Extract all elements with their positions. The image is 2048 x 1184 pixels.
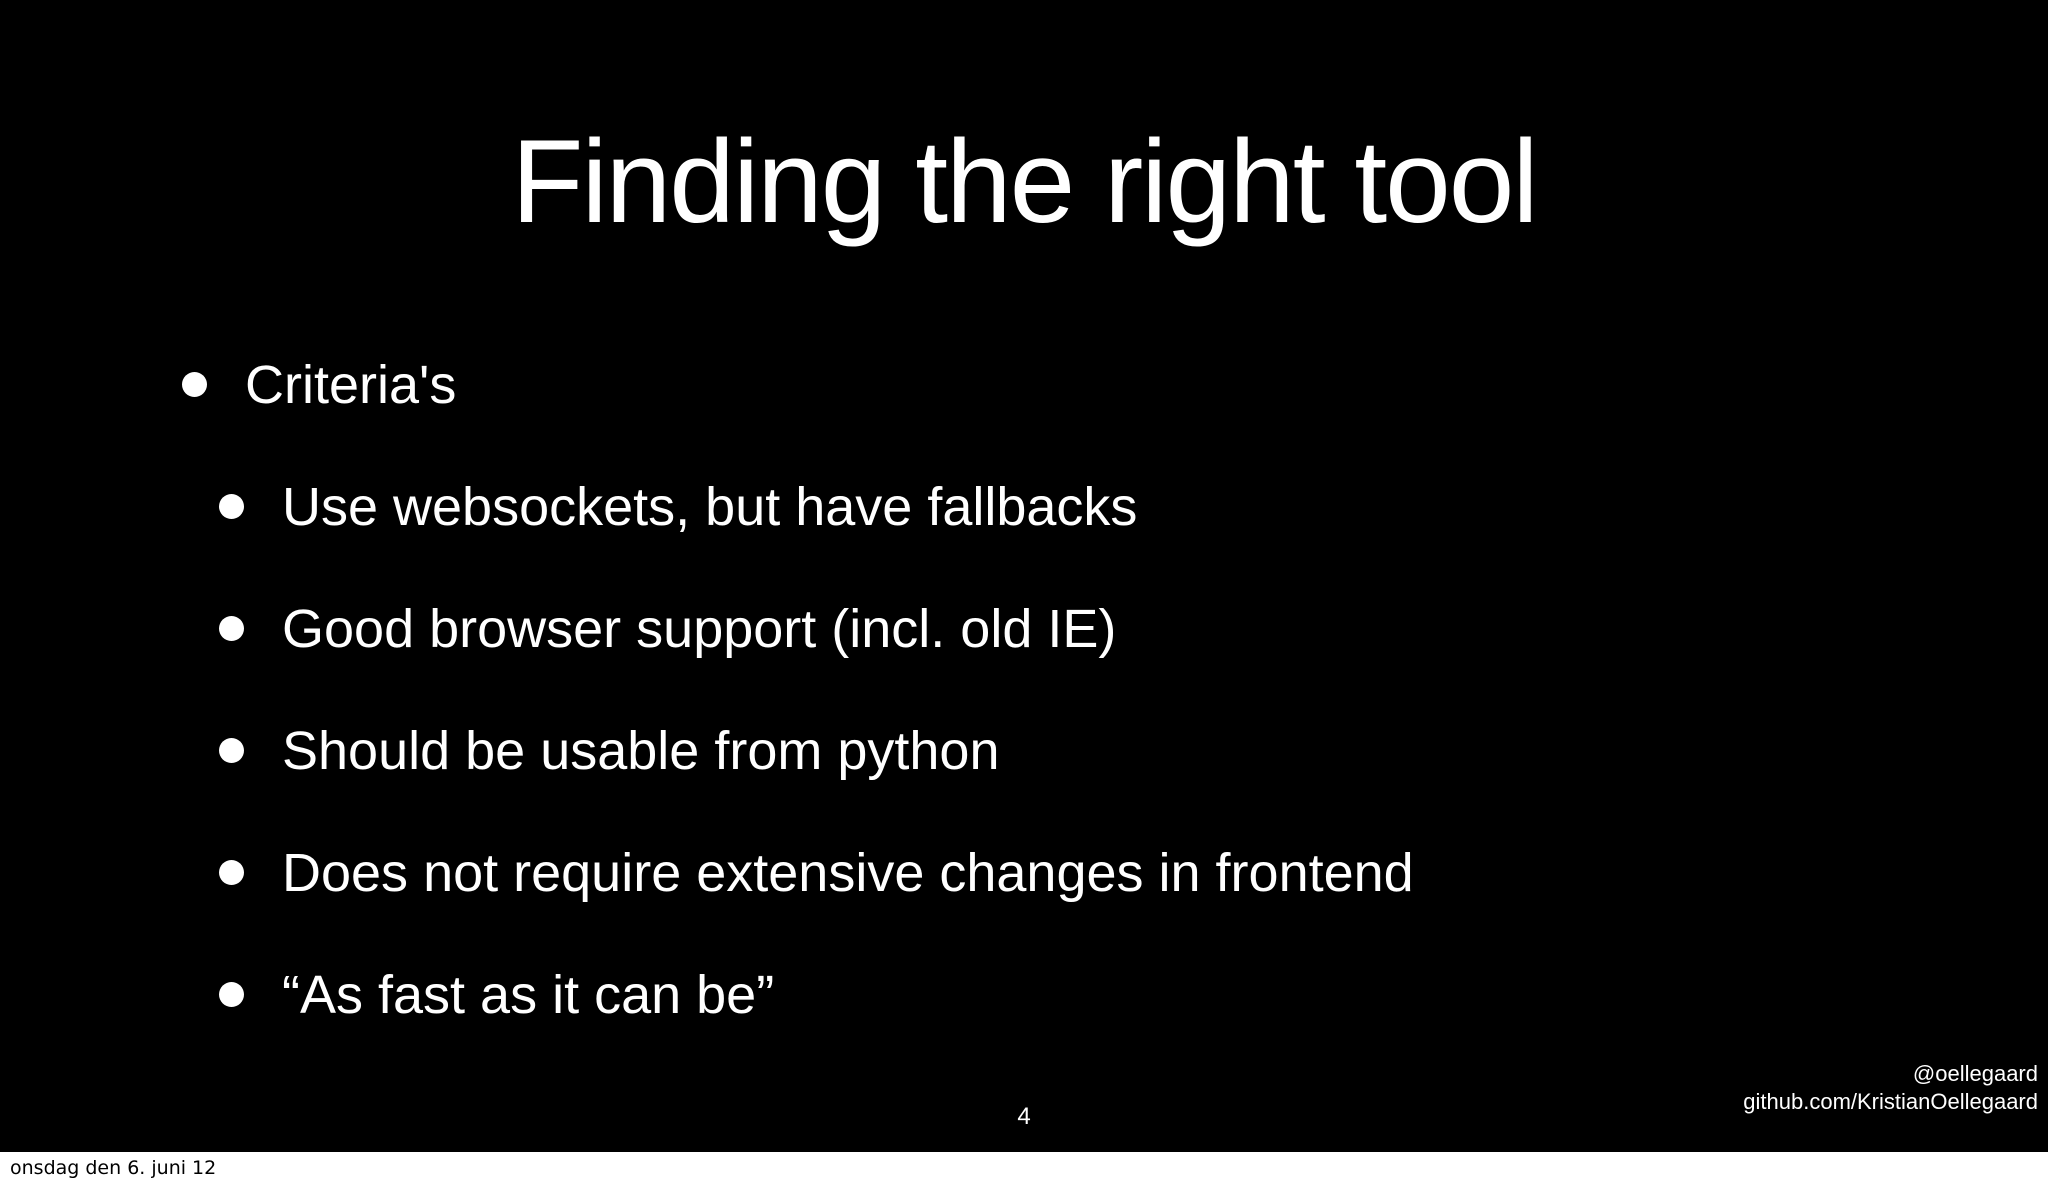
bullet-text: Good browser support (incl. old IE) <box>282 599 1117 659</box>
github-url: github.com/KristianOellegaard <box>1743 1089 2038 1114</box>
bullet-dot-icon <box>219 616 244 641</box>
bullet-list: Criteria's Use websockets, but have fall… <box>182 350 1414 1030</box>
sub-bullet-item-frontend: Does not require extensive changes in fr… <box>219 838 1414 908</box>
print-date: onsdag den 6. juni 12 <box>10 1157 217 1179</box>
bullet-text: Use websockets, but have fallbacks <box>282 477 1138 537</box>
slide: Finding the right tool Criteria's Use we… <box>0 0 2048 1152</box>
sub-bullet-item-browser-support: Good browser support (incl. old IE) <box>219 594 1117 664</box>
bullet-dot-icon <box>219 494 244 519</box>
bullet-text: Does not require extensive changes in fr… <box>282 843 1414 903</box>
slide-title: Finding the right tool <box>511 116 1538 248</box>
page-number: 4 <box>1017 1103 1031 1130</box>
bullet-dot-icon <box>219 982 244 1007</box>
bullet-dot-icon <box>182 372 207 397</box>
bullet-dot-icon <box>219 860 244 885</box>
bullet-item-criteria: Criteria's <box>182 350 457 420</box>
bullet-dot-icon <box>219 738 244 763</box>
twitter-handle: @oellegaard <box>1912 1061 2038 1086</box>
print-footer: onsdag den 6. juni 12 <box>0 1152 2048 1184</box>
sub-bullet-item-fast: “As fast as it can be” <box>219 960 775 1030</box>
bullet-text: “As fast as it can be” <box>282 965 775 1025</box>
sub-bullet-item-websockets: Use websockets, but have fallbacks <box>219 472 1138 542</box>
bullet-text: Criteria's <box>245 355 457 415</box>
bullet-text: Should be usable from python <box>282 721 1000 781</box>
sub-bullet-item-python: Should be usable from python <box>219 716 1000 786</box>
author-credits: @oellegaard github.com/KristianOellegaar… <box>1743 1060 2038 1116</box>
